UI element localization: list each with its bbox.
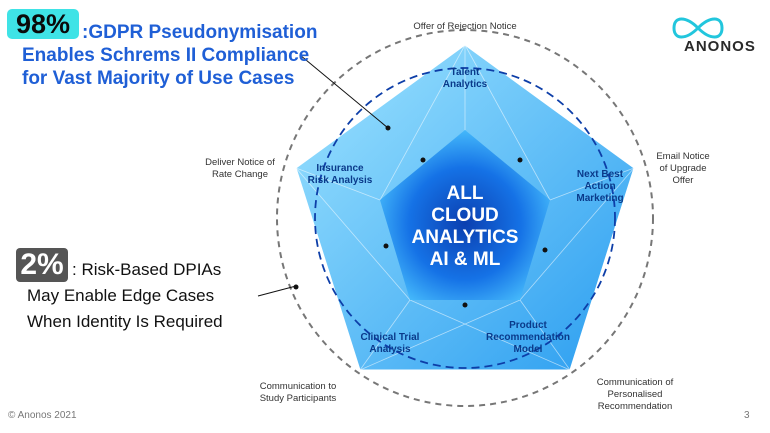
footer-copyright: © Anonos 2021 xyxy=(8,410,77,421)
label-deliver-notice: Deliver Notice of Rate Change xyxy=(192,157,288,181)
label-offer-line-1: Offer of Rejection Notice xyxy=(413,21,517,32)
center-line-1: ALL xyxy=(446,183,484,204)
segment-product-line-3: Model xyxy=(513,344,543,355)
label-deliver-line-1: Deliver Notice of xyxy=(205,157,275,168)
inner-dashed-circle xyxy=(314,67,616,369)
segment-next-best-action: Next Best Action Marketing xyxy=(565,169,635,205)
brand-name: ANONOS xyxy=(684,38,756,55)
segment-insurance-line-2: Risk Analysis xyxy=(307,175,373,186)
badge-2-percent: 2% xyxy=(16,248,68,282)
label-comm-pers-line-2: Personalised xyxy=(607,389,663,400)
segment-insurance-line-1: Insurance xyxy=(316,163,364,174)
label-email-line-3: Offer xyxy=(672,175,694,186)
headline-line-2: Enables Schrems II Compliance xyxy=(22,45,310,66)
label-offer-rejection: Offer of Rejection Notice xyxy=(395,21,535,33)
gem-facets xyxy=(295,44,635,371)
label-communication-study: Communication to Study Participants xyxy=(248,381,348,405)
label-comm-pers-line-3: Recommendation xyxy=(597,401,673,412)
segment-clinical-line-1: Clinical Trial xyxy=(360,332,420,343)
label-comm-study-line-2: Study Participants xyxy=(259,393,337,404)
headline-line-3: for Vast Majority of Use Cases xyxy=(22,68,295,89)
segment-clinical-line-2: Analysis xyxy=(369,344,411,355)
segment-product-recommendation: Product Recommendation Model xyxy=(483,320,573,356)
label-comm-study-line-1: Communication to xyxy=(259,381,337,392)
label-deliver-line-2: Rate Change xyxy=(212,169,268,180)
secondary-line-3: When Identity Is Required xyxy=(27,312,223,331)
headline-pointer xyxy=(299,54,389,129)
segment-nextbest-line-3: Marketing xyxy=(576,193,624,204)
segment-product-line-1: Product xyxy=(509,320,547,331)
segment-nextbest-line-1: Next Best xyxy=(576,169,624,180)
label-email-line-2: of Upgrade xyxy=(659,163,707,174)
segment-talent-line-1: Talent xyxy=(450,67,480,78)
segment-insurance-risk: Insurance Risk Analysis xyxy=(298,163,382,187)
center-line-3: ANALYTICS xyxy=(411,227,519,248)
center-line-4: AI & ML xyxy=(429,249,501,270)
secondary-line-2: May Enable Edge Cases xyxy=(27,286,215,305)
headline-line-1: :GDPR Pseudonymisation xyxy=(82,22,318,43)
outer-dashed-circle xyxy=(276,29,654,407)
secondary-line-1: : Risk-Based DPIAs xyxy=(72,260,222,279)
label-email-line-1: Email Notice xyxy=(656,151,710,162)
secondary-pointer xyxy=(257,285,297,297)
center-label: ALL CLOUD ANALYTICS AI & ML xyxy=(375,183,555,271)
segment-nextbest-line-2: Action xyxy=(584,181,616,192)
badge-98-percent: 98% xyxy=(7,9,79,39)
segment-talent-analytics: Talent Analytics xyxy=(425,67,505,91)
segment-clinical-trial: Clinical Trial Analysis xyxy=(350,332,430,356)
label-communication-personalised: Communication of Personalised Recommenda… xyxy=(585,377,685,413)
label-comm-pers-line-1: Communication of xyxy=(596,377,674,388)
inner-pentagon xyxy=(380,130,550,300)
segment-talent-line-2: Analytics xyxy=(442,79,488,90)
anonos-logo-icon xyxy=(672,17,724,39)
circle-dots xyxy=(383,157,548,308)
segment-product-line-2: Recommendation xyxy=(486,332,570,343)
label-email-notice: Email Notice of Upgrade Offer xyxy=(648,151,718,187)
page-number: 3 xyxy=(744,410,750,421)
center-line-2: CLOUD xyxy=(431,205,499,226)
